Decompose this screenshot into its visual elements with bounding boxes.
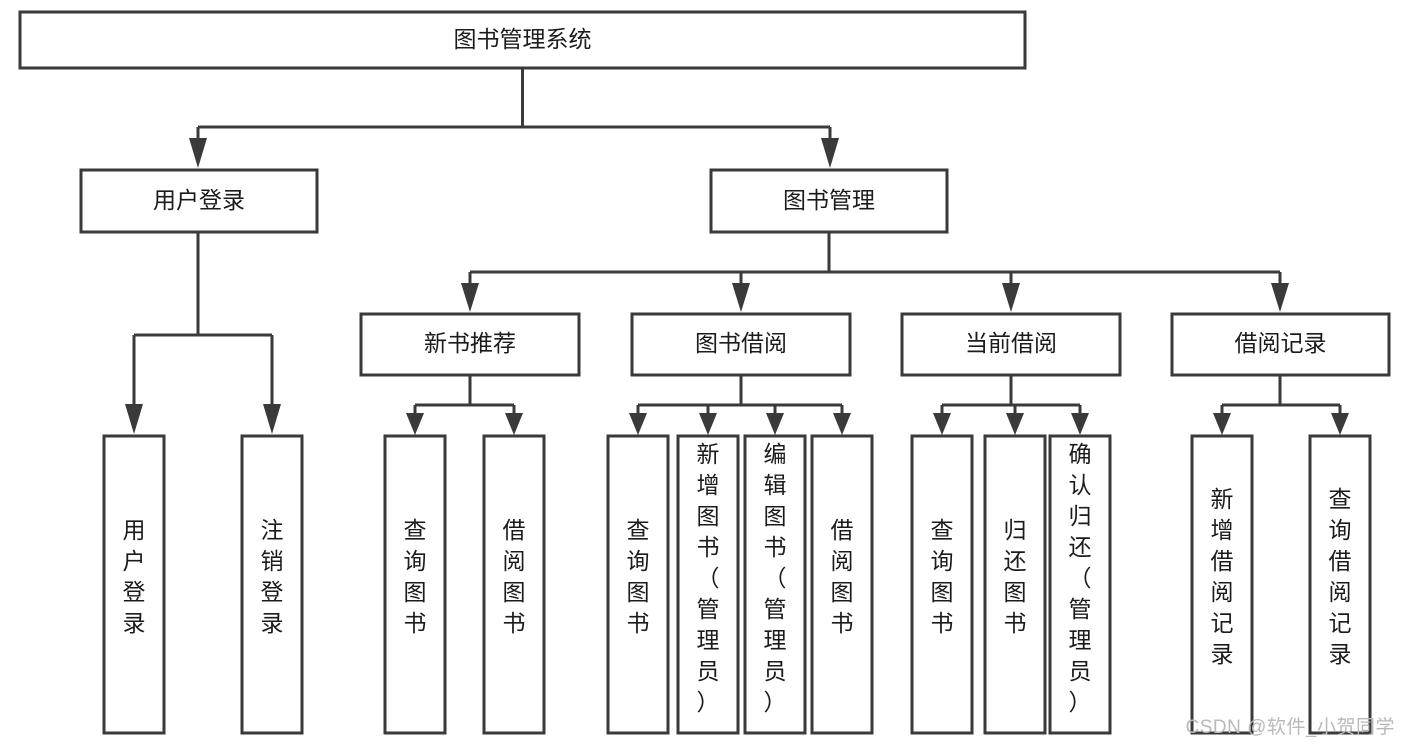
leaf-node[interactable]: 编辑图书（管理员） [743, 434, 807, 735]
arrow-head-leaf-query-book-borrow [629, 413, 647, 435]
leaf-return-book-box[interactable] [983, 434, 1047, 735]
leaf-query-borrow-record-box[interactable] [1308, 434, 1372, 735]
connector-layer [125, 68, 1349, 435]
leaf-node[interactable]: 查询借阅记录 [1308, 434, 1372, 735]
arrow-head-leaf-confirm-return [1071, 413, 1089, 435]
leaf-node[interactable]: 归还图书 [983, 434, 1047, 735]
node-new-book-recommend-box[interactable] [359, 312, 581, 377]
leaf-node[interactable]: 新增借阅记录 [1190, 434, 1254, 735]
node-book-borrow-label: 图书借阅 [695, 330, 787, 356]
leaf-query-book-current-label: 查询图书 [931, 517, 954, 636]
leaf-query-borrow-record-label: 查询借阅记录 [1329, 486, 1352, 667]
leaf-node[interactable]: 新增图书（管理员） [676, 434, 740, 735]
arrow-head-leaf-query-book-rec [406, 413, 424, 435]
leaf-node[interactable]: 借阅图书 [810, 434, 874, 735]
arrow-head-book-mgmt [821, 138, 839, 168]
leaf-node[interactable]: 查询图书 [910, 434, 974, 735]
leaf-confirm-return-box[interactable] [1048, 434, 1112, 735]
arrow-head-new-book-rec [461, 283, 479, 312]
leaf-query-book-borrow-box[interactable] [606, 434, 670, 735]
arrow-head-user-login [189, 138, 207, 168]
arrow-head-current-borrow [1002, 283, 1020, 312]
node-book-management-box[interactable] [709, 168, 949, 234]
node-book-borrow-box[interactable] [630, 312, 852, 377]
leaf-node[interactable]: 确认归还（管理员） [1048, 434, 1112, 735]
arrow-head-book-borrow [732, 283, 750, 312]
arrow-head-leaf-logout [263, 404, 281, 434]
arrow-head-leaf-add-book-admin [699, 413, 717, 435]
arrow-head-leaf-query-borrow-record [1331, 413, 1349, 435]
leaf-borrow-book-box[interactable] [810, 434, 874, 735]
leaf-user-login-box[interactable] [102, 434, 166, 735]
node-user-login-box[interactable] [79, 168, 319, 234]
leaf-add-book-admin-box[interactable] [676, 434, 740, 735]
node-borrow-record-label: 借阅记录 [1235, 330, 1327, 356]
node-borrow-record[interactable]: 借阅记录 [1170, 312, 1391, 377]
node-root-label: 图书管理系统 [454, 26, 592, 52]
node-root[interactable]: 图书管理系统 [18, 10, 1027, 70]
leaf-query-book-rec-label: 查询图书 [404, 517, 427, 636]
node-book-management-label: 图书管理 [783, 187, 875, 213]
node-current-borrow[interactable]: 当前借阅 [900, 312, 1122, 377]
node-current-borrow-box[interactable] [900, 312, 1122, 377]
leaf-add-borrow-record-label: 新增借阅记录 [1211, 486, 1234, 667]
leaf-query-book-borrow-label: 查询图书 [627, 517, 650, 636]
node-user-login[interactable]: 用户登录 [79, 168, 319, 234]
leaf-query-book-current-box[interactable] [910, 434, 974, 735]
arrow-head-leaf-query-book-current [933, 413, 951, 435]
leaf-edit-book-admin-box[interactable] [743, 434, 807, 735]
leaf-user-login-label: 用户登录 [123, 517, 146, 636]
arrow-head-leaf-return-book [1006, 413, 1024, 435]
arrow-head-borrow-record [1271, 283, 1289, 312]
arrow-head-leaf-borrow-book-rec [505, 413, 523, 435]
node-new-book-recommend-label: 新书推荐 [424, 330, 516, 356]
leaf-borrow-book-rec-box[interactable] [482, 434, 546, 735]
node-root-box[interactable] [18, 10, 1027, 70]
node-book-borrow[interactable]: 图书借阅 [630, 312, 852, 377]
leaf-node[interactable]: 查询图书 [383, 434, 447, 735]
leaf-borrow-book-label: 借阅图书 [831, 517, 854, 636]
node-book-management[interactable]: 图书管理 [709, 168, 949, 234]
leaf-node-layer: 用户登录 注销登录 查询图书 借阅图书 查询图书 新增图书（管理员） 编辑图书（管理员） 借阅… [102, 434, 1372, 735]
leaf-add-book-admin-label: 新增图书（管理员） [697, 441, 720, 715]
node-new-book-recommend[interactable]: 新书推荐 [359, 312, 581, 377]
leaf-node[interactable]: 注销登录 [240, 434, 304, 735]
leaf-node[interactable]: 查询图书 [606, 434, 670, 735]
arrow-head-leaf-edit-book-admin [766, 413, 784, 435]
leaf-logout-box[interactable] [240, 434, 304, 735]
arrow-head-leaf-user-login [125, 404, 143, 434]
node-current-borrow-label: 当前借阅 [965, 330, 1057, 356]
leaf-node[interactable]: 借阅图书 [482, 434, 546, 735]
leaf-add-borrow-record-box[interactable] [1190, 434, 1254, 735]
leaf-return-book-label: 归还图书 [1004, 517, 1027, 636]
node-borrow-record-box[interactable] [1170, 312, 1391, 377]
node-user-login-label: 用户登录 [153, 187, 245, 213]
leaf-edit-book-admin-label: 编辑图书（管理员） [764, 441, 787, 715]
leaf-logout-label: 注销登录 [261, 517, 284, 636]
leaf-query-book-rec-box[interactable] [383, 434, 447, 735]
arrow-head-leaf-borrow-book [833, 413, 851, 435]
leaf-confirm-return-label: 确认归还（管理员） [1069, 441, 1092, 715]
arrow-head-leaf-add-borrow-record [1213, 413, 1231, 435]
leaf-borrow-book-rec-label: 借阅图书 [503, 517, 526, 636]
leaf-node[interactable]: 用户登录 [102, 434, 166, 735]
